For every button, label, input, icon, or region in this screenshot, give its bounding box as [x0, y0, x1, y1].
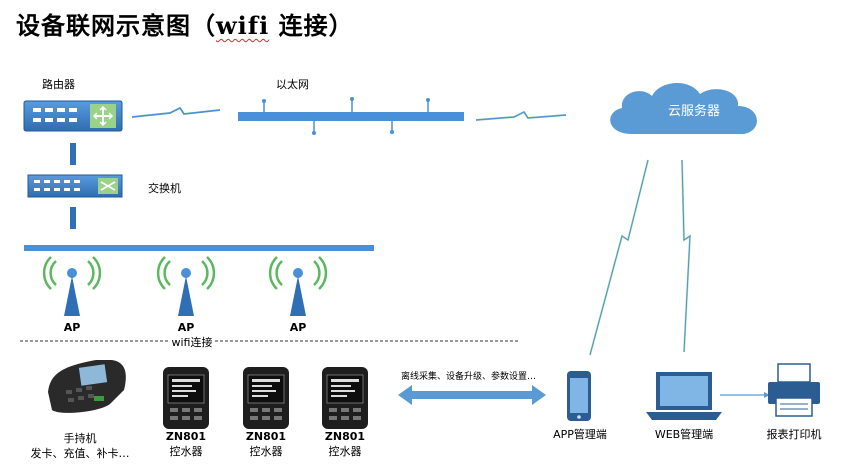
page-title: 设备联网示意图（wifi 连接）	[16, 6, 354, 41]
title-prefix: 设备联网示意图（	[16, 11, 216, 40]
title-suffix: 连接）	[269, 11, 354, 40]
controller-icon-1	[163, 367, 209, 429]
printer-icon	[768, 363, 820, 417]
ap-icon-3	[268, 256, 328, 316]
web-label: WEB管理端	[654, 428, 714, 441]
ap-label-2: AP	[177, 321, 195, 334]
ap-icon-2	[156, 256, 216, 316]
controller-model-label-2: ZN801	[245, 430, 287, 443]
handheld-name-label: 手持机	[63, 432, 97, 445]
router-label: 路由器	[42, 78, 75, 91]
wifi-link-label: wifi连接	[169, 334, 215, 350]
controller-name-label-3: 控水器	[328, 445, 362, 458]
handheld-desc-label: 发卡、充值、补卡…	[30, 447, 130, 460]
controller-model-label-3: ZN801	[324, 430, 366, 443]
ap-icon-1	[42, 256, 102, 316]
controller-model-label-1: ZN801	[165, 430, 207, 443]
cloud-web-link	[681, 159, 692, 353]
web-printer-arrow	[720, 392, 770, 398]
controller-icon-3	[322, 367, 368, 429]
ap-bus	[24, 245, 374, 251]
switch-icon	[27, 174, 123, 198]
ap-label-1: AP	[63, 321, 81, 334]
title-wifi: wifi	[216, 11, 270, 40]
switch-label: 交换机	[148, 182, 181, 195]
switch-bus-link	[70, 207, 76, 229]
controller-icon-2	[243, 367, 289, 429]
controller-name-label-1: 控水器	[169, 445, 203, 458]
router-switch-link	[70, 143, 76, 165]
offline-note-label: 离线采集、设备升级、参数设置…	[401, 372, 537, 382]
router-icon	[23, 100, 123, 132]
handheld-terminal-icon	[48, 360, 126, 413]
phone-icon	[567, 371, 591, 421]
ap-label-3: AP	[289, 321, 307, 334]
laptop-icon	[646, 372, 722, 420]
ethernet-bar	[238, 97, 464, 135]
router-ethernet-link	[131, 106, 221, 118]
double-arrow-icon	[398, 385, 546, 405]
ethernet-cloud-link	[475, 110, 567, 121]
app-label: APP管理端	[553, 428, 607, 441]
cloud-server-label: 云服务器	[668, 104, 721, 119]
printer-label: 报表打印机	[766, 428, 822, 441]
cloud-icon	[610, 82, 757, 134]
cloud-app-link	[589, 159, 649, 356]
ethernet-label: 以太网	[276, 78, 309, 91]
controller-name-label-2: 控水器	[249, 445, 283, 458]
